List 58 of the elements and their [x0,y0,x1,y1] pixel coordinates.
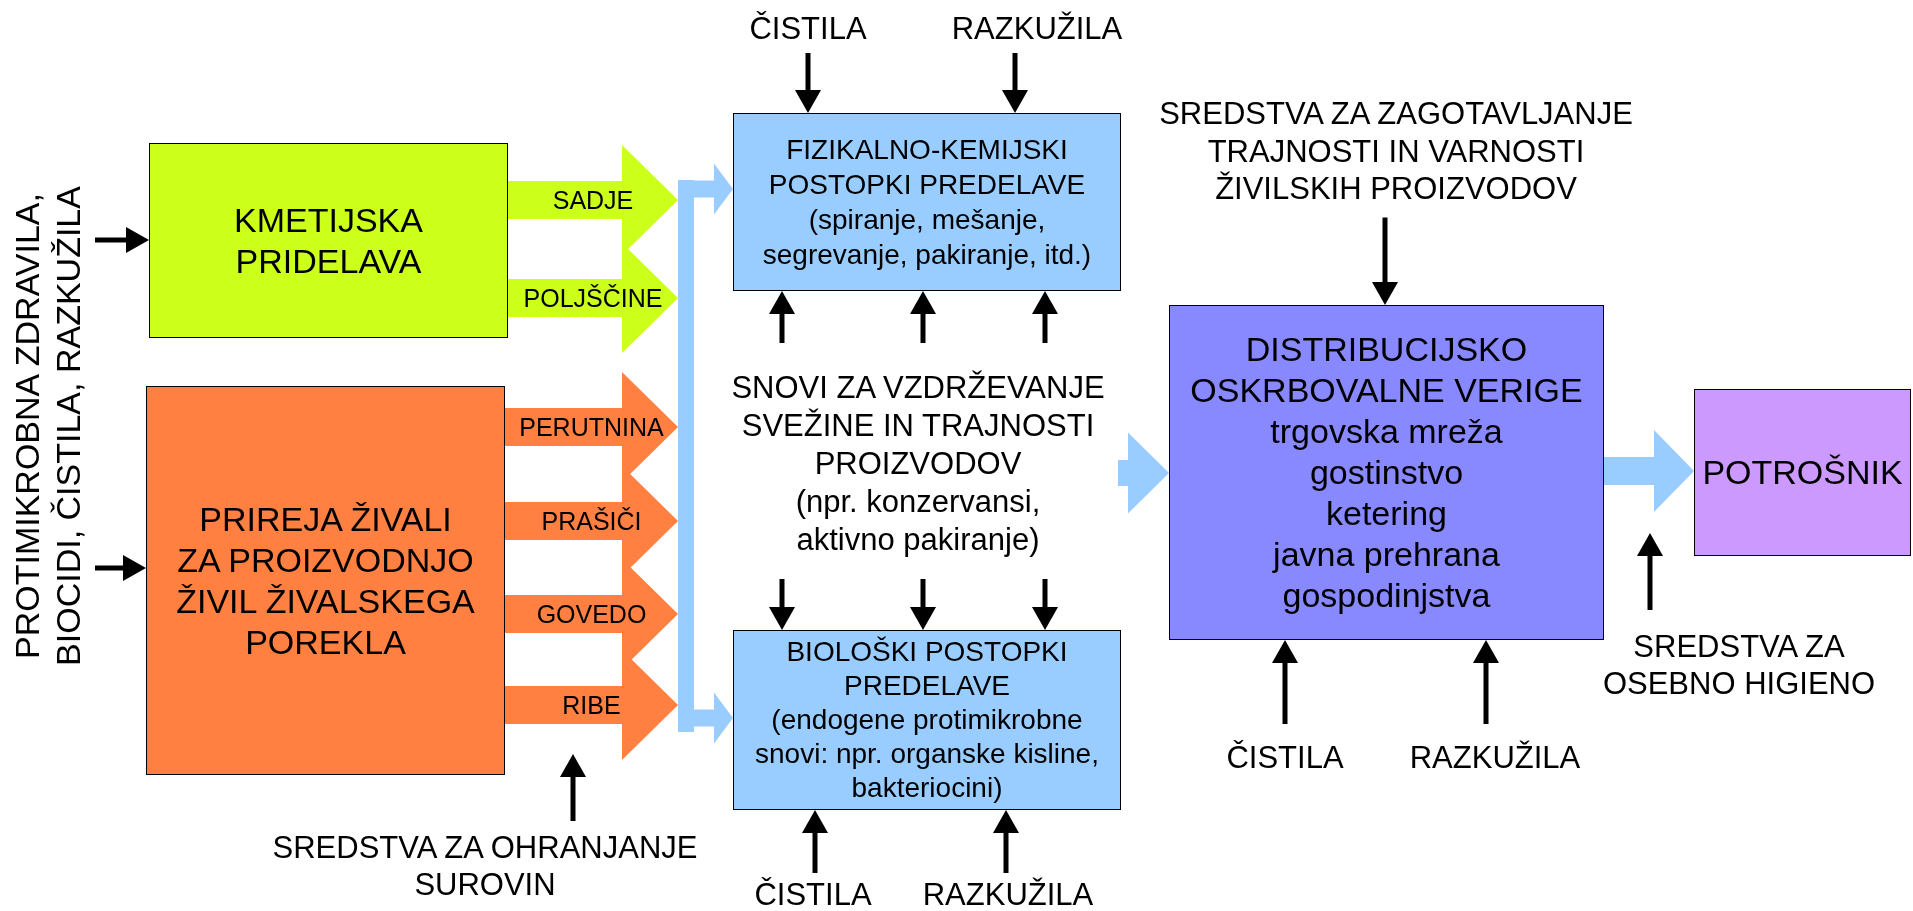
annotation-text: RAZKUŽILA [1408,740,1582,776]
box-text: ketering [1326,493,1447,534]
edge-label: PRAŠIČI [541,507,642,535]
annotation-text: SREDSTVA ZA OSEBNO HIGIENO [1601,628,1877,702]
box-text: trgovska mreža [1270,411,1503,452]
process-box [733,630,1121,810]
arrow [1032,291,1058,343]
arrow [1272,640,1298,724]
edge-label: SADJE [552,186,634,214]
box-title: BIOLOŠKI POSTOPKI PREDELAVE [785,635,1069,703]
process-box [1169,305,1604,640]
box-title: KMETIJSKA PRIDELAVA [233,199,424,282]
arrow [560,754,586,821]
process-box [1694,389,1911,556]
arrow [910,579,936,630]
arrow [95,555,146,581]
annotation-text: SNOVI ZA VZDRŽEVANJE SVEŽINE IN TRAJNOSTI PROIZVODOV [730,369,1106,483]
annotation-text: (npr. konzervansi, aktivno pakiranje) [794,483,1042,559]
edge-label: POLJŠČINE [523,284,663,312]
arrow [802,810,828,873]
arrow [795,53,821,113]
arrow [1372,217,1398,305]
annotation-text: ČISTILA [748,11,868,47]
arrow [993,810,1019,873]
block-arrow [1118,432,1169,514]
arrow [1473,640,1499,724]
block-arrow [694,163,733,215]
edge-label: PERUTNINA [519,413,664,441]
arrow [769,291,795,343]
box-title: PRIREJA ŽIVALI ZA PROIZVODNJO ŽIVIL ŽIVALSKEGA POREKLA [176,498,475,663]
block-arrow [694,692,733,744]
box-text: gospodinjstva [1282,575,1491,616]
distribution-bar [678,180,694,732]
arrow [910,291,936,343]
box-text: (endogene protimikrobne snovi: npr. organske kisline, bakteriocini) [754,703,1100,805]
process-box [146,386,505,775]
arrow [1002,53,1028,113]
annotation-text: SREDSTVA ZA OHRANJANJE SUROVIN [271,829,699,903]
annotation-text: RAZKUŽILA [950,11,1124,47]
edge-label: GOVEDO [536,600,647,628]
box-text: (spiranje, mešanje, segrevanje, pakiranje, itd.) [761,203,1093,272]
annotation-text: RAZKUŽILA [921,879,1095,910]
annotation-text: ČISTILA [1225,740,1345,776]
box-text: gostinstvo [1309,452,1464,493]
block-arrow [1604,430,1694,512]
process-box [733,113,1121,291]
arrow [769,579,795,630]
box-text: javna prehrana [1273,534,1500,575]
box-title: POTROŠNIK [1702,452,1903,493]
annotation-text: SREDSTVA ZA ZAGOTAVLJANJE TRAJNOSTI IN VARNOSTI ŽIVILSKIH PROIZVODOV [1158,95,1634,208]
edge-label: RIBE [562,691,621,719]
process-box [149,143,508,338]
arrow [95,227,149,253]
arrow [1032,579,1058,630]
box-title: FIZIKALNO-KEMIJSKI POSTOPKI PREDELAVE [767,133,1087,202]
arrow [1637,533,1663,610]
annotation-text: PROTIMIKROBNA ZDRAVILA, BIOCIDI, ČISTILA, RAZKUŽILA [7,185,88,668]
annotation-text: ČISTILA [753,879,873,910]
